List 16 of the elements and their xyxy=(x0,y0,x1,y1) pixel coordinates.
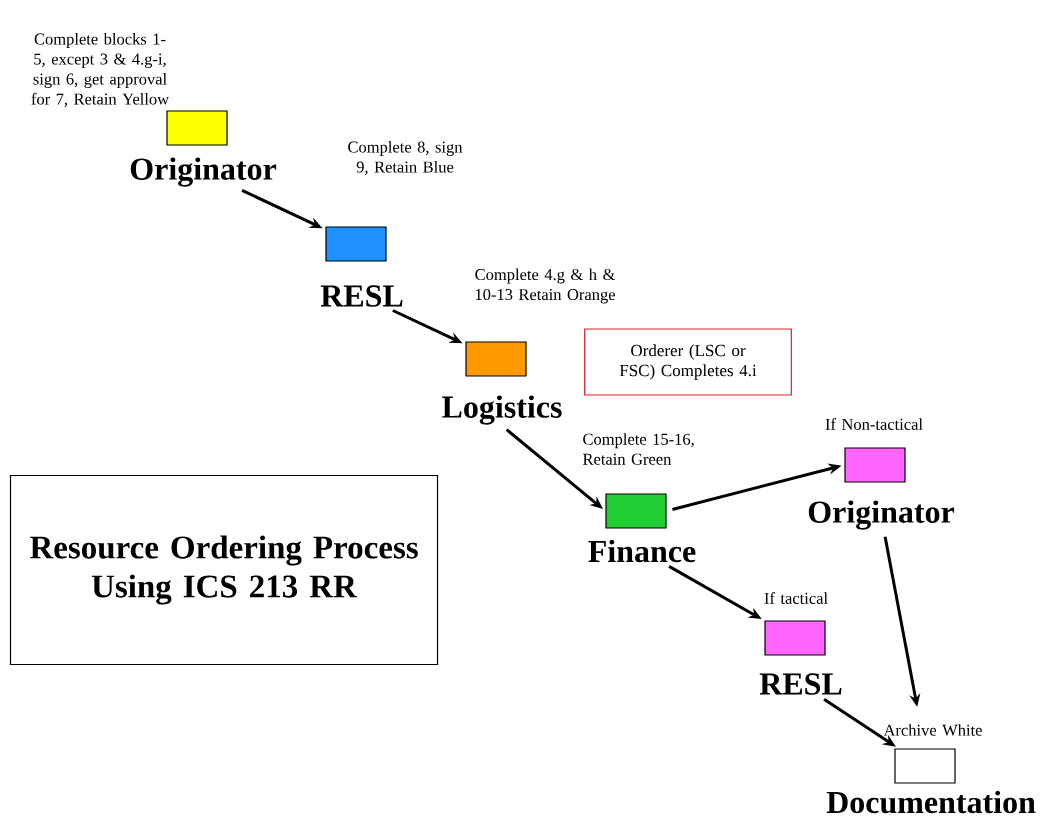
step-note: Complete 8, sign 9, Retain Blue xyxy=(348,141,463,175)
step-note: Archive White xyxy=(883,724,982,736)
note-box: Orderer (LSC or FSC) Completes 4.i xyxy=(584,328,792,396)
step-note: Complete blocks 1-5, except 3 & 4.g-i, sign 6, get approval for 7, Retain Yellow xyxy=(31,33,169,107)
step-label: RESL xyxy=(320,285,403,307)
title-box: Resource Ordering Process Using ICS 213 RR xyxy=(9,474,439,666)
step-label: Logistics xyxy=(442,395,562,425)
step-label: Originator xyxy=(130,157,277,187)
step-note: Complete 4.g & h & 10-13 Retain Orange xyxy=(475,268,616,304)
step-note: If Non-tactical xyxy=(825,418,923,430)
step-note: Complete 15-16, Retain Green xyxy=(583,433,694,465)
step-label: Documentation xyxy=(826,790,1036,814)
step-label: Originator xyxy=(808,500,955,530)
step-label: Finance xyxy=(588,539,696,563)
step-note: If tactical xyxy=(764,592,828,604)
step-label: RESL xyxy=(759,673,842,695)
